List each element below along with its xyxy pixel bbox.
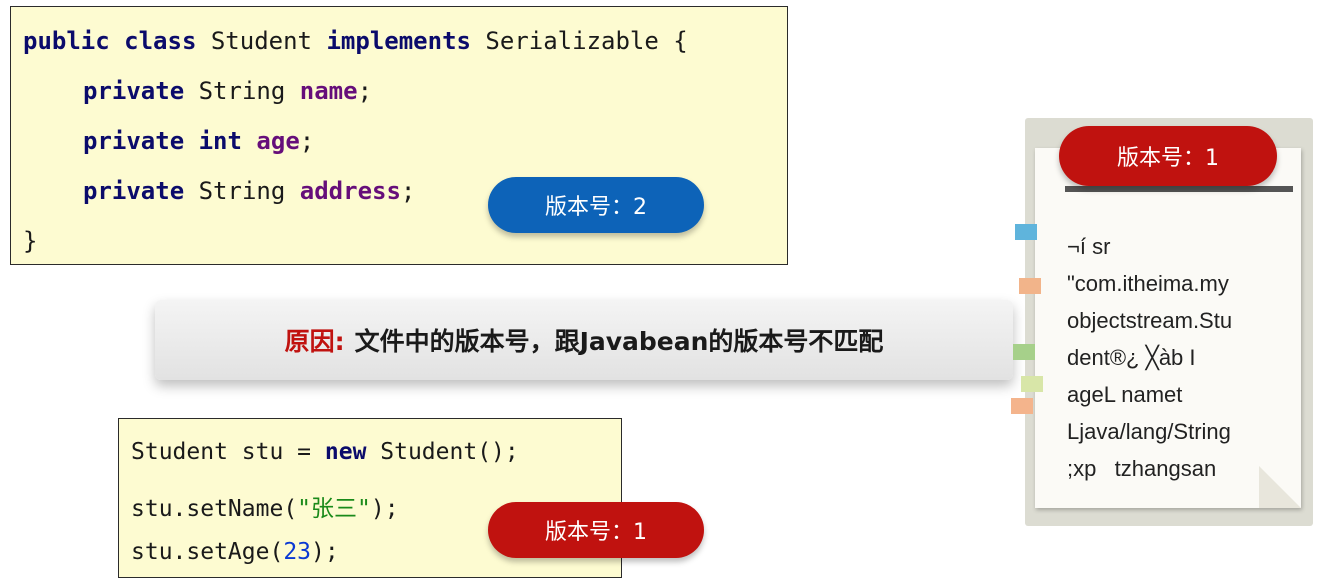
open-brace: { (673, 27, 688, 55)
code-text: ); (370, 496, 399, 522)
keyword-private: private (83, 77, 185, 105)
note-tab-blue (1015, 224, 1037, 240)
code-line-new-student: Student stu = new Student(); (131, 439, 519, 465)
number-literal: 23 (283, 539, 312, 565)
serialized-line: ;xp tzhangsan (1067, 456, 1217, 481)
reason-text: 文件中的版本号，跟Javabean的版本号不匹配 (354, 327, 884, 356)
serialized-line: Ljava/lang/String (1067, 419, 1231, 444)
semicolon: ; (299, 127, 315, 155)
page-curl-icon (1259, 466, 1301, 508)
type-name: String (198, 177, 286, 205)
serialized-line: ¬í sr (1067, 234, 1111, 259)
field-name: address (299, 177, 401, 205)
reason-label: 原因: (284, 327, 345, 356)
type-name: int (198, 127, 242, 155)
version-badge-1-bottom: 版本号：1 (488, 502, 704, 558)
note-tab-green (1013, 344, 1035, 360)
code-line-age-field: private int age; (83, 127, 314, 155)
code-line-close-brace: } (23, 227, 38, 255)
code-line-address-field: private String address; (83, 177, 415, 205)
keyword-implements: implements (326, 27, 471, 55)
code-text: ); (311, 539, 339, 565)
field-name: age (256, 127, 300, 155)
code-text: stu.setName( (131, 496, 298, 522)
keyword-private: private (83, 127, 185, 155)
note-tab-peach (1011, 398, 1033, 414)
serialized-line: dent®¿ ╳àb I (1067, 345, 1196, 370)
note-paper: ¬í sr "com.itheima.my objectstream.Stu dent… (1035, 148, 1301, 508)
keyword-new: new (324, 439, 367, 465)
semicolon: ; (357, 77, 373, 105)
code-line-set-name: stu.setName("张三"); (131, 489, 399, 523)
note-clip-bar (1065, 186, 1293, 192)
reason-banner: 原因: 文件中的版本号，跟Javabean的版本号不匹配 (155, 300, 1013, 380)
serialized-line: ageL namet (1067, 382, 1183, 407)
code-text: Student stu = (131, 439, 325, 465)
code-text: stu.setAge( (131, 539, 284, 565)
code-text: Student(); (366, 439, 519, 465)
serialized-file-note: ¬í sr "com.itheima.my objectstream.Stu dent… (1011, 118, 1313, 526)
code-line-name-field: private String name; (83, 77, 372, 105)
serialized-line: objectstream.Stu (1067, 308, 1233, 333)
code-line-set-age: stu.setAge(23); (131, 539, 339, 565)
serialized-line: "com.itheima.my (1067, 271, 1229, 296)
keyword-private: private (83, 177, 185, 205)
note-tab-lime (1021, 376, 1043, 392)
semicolon: ; (400, 177, 416, 205)
keyword-class: class (124, 27, 197, 55)
class-name: Student (210, 27, 313, 55)
code-line-class-decl: public class Student implements Serializ… (23, 27, 688, 55)
class-code-panel: public class Student implements Serializ… (10, 6, 788, 265)
field-name: name (299, 77, 358, 105)
note-tab-orange (1019, 278, 1041, 294)
interface-name: Serializable (485, 27, 659, 55)
string-literal: "张三" (297, 496, 371, 522)
keyword-public: public (23, 27, 110, 55)
version-badge-1-note: 版本号：1 (1059, 126, 1277, 186)
serialized-bytes-text: ¬í sr "com.itheima.my objectstream.Stu dent… (1067, 228, 1232, 487)
type-name: String (198, 77, 286, 105)
version-badge-2: 版本号：2 (488, 177, 704, 233)
